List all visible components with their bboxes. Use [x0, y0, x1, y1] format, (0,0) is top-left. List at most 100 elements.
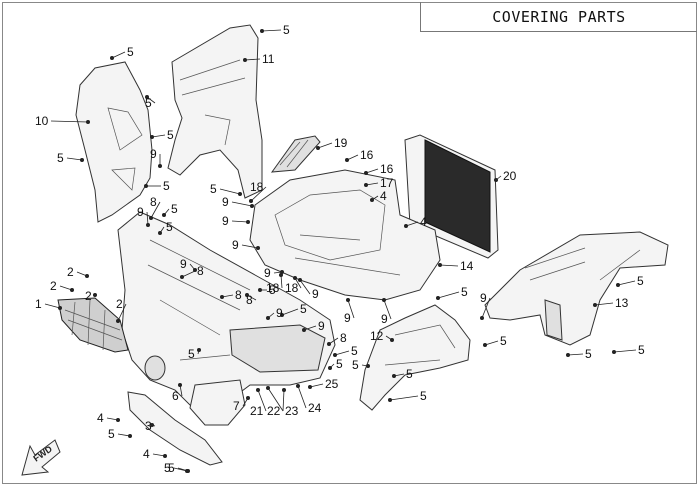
leader-line — [282, 389, 285, 412]
fastener-marker — [333, 353, 337, 357]
callout-5: 5 — [392, 367, 413, 381]
callout-5: 5 — [57, 151, 84, 165]
fastener-marker — [390, 338, 394, 342]
leader-line — [250, 186, 267, 202]
leader-line — [389, 395, 419, 401]
callout-17: 17 — [364, 176, 394, 190]
callout-label: 6 — [172, 389, 179, 403]
callout-6: 6 — [172, 383, 183, 403]
callout-20: 20 — [494, 169, 517, 183]
part-vent-cover — [270, 135, 321, 173]
callout-label: 1 — [35, 297, 42, 311]
callout-16: 16 — [364, 162, 394, 176]
fastener-marker — [93, 293, 97, 297]
fastener-marker — [298, 278, 302, 282]
fastener-marker — [302, 328, 306, 332]
callout-24: 24 — [296, 384, 322, 415]
callout-label: 24 — [308, 401, 322, 415]
leader-line — [437, 291, 460, 299]
part-front-bumper — [117, 211, 336, 419]
callout-label: 5 — [166, 220, 173, 234]
fastener-marker — [162, 213, 166, 217]
fastener-marker — [178, 383, 182, 387]
fastener-marker — [144, 184, 148, 188]
callout-9: 9 — [150, 147, 162, 168]
callout-9: 9 — [302, 319, 325, 333]
callout-4: 4 — [404, 215, 427, 229]
callout-22: 22 — [266, 386, 284, 418]
callout-label: 16 — [380, 162, 394, 176]
fastener-marker — [316, 146, 320, 150]
leader-line — [219, 188, 241, 195]
callout-label: 4 — [380, 189, 387, 203]
leader-line — [297, 385, 307, 409]
fastener-marker — [308, 385, 312, 389]
callout-label: 9 — [150, 147, 157, 161]
callout-label: 9 — [276, 306, 283, 320]
callout-label: 5 — [164, 461, 171, 475]
leader-line — [303, 325, 317, 331]
part-front-grille — [57, 297, 129, 353]
fastener-marker — [86, 120, 90, 124]
fastener-marker — [70, 288, 74, 292]
callout-9: 9 — [480, 291, 491, 320]
callout-9: 9 — [222, 214, 250, 228]
fastener-marker — [404, 224, 408, 228]
callout-3: 3 — [145, 419, 156, 433]
leader-line — [484, 340, 499, 346]
leader-line — [244, 58, 261, 61]
fastener-marker — [180, 275, 184, 279]
callout-10: 10 — [35, 114, 90, 128]
leader-line — [617, 280, 636, 286]
callout-label: 9 — [232, 238, 239, 252]
part-right-fender — [484, 231, 669, 346]
part-bumper-lower — [189, 379, 246, 426]
leader-line — [267, 387, 284, 412]
callout-label: 2 — [67, 265, 74, 279]
callout-5: 5 — [436, 285, 468, 300]
callout-label: 9 — [137, 205, 144, 219]
leader-line — [613, 349, 637, 353]
callout-label: 19 — [334, 136, 348, 150]
callout-label: 11 — [262, 52, 275, 66]
callout-label: 5 — [167, 128, 174, 142]
callout-5: 5 — [108, 427, 132, 441]
callout-label: 5 — [585, 347, 592, 361]
part-left-side-panel — [75, 61, 153, 223]
fastener-marker — [366, 364, 370, 368]
leader-line — [150, 201, 161, 219]
leader-line — [280, 274, 283, 289]
fastener-marker — [238, 192, 242, 196]
callout-13: 13 — [593, 296, 629, 310]
callout-label: 5 — [168, 461, 175, 475]
callout-9: 9 — [344, 298, 355, 325]
callout-9: 9 — [266, 306, 283, 320]
callout-5: 5 — [110, 45, 134, 60]
leader-line — [117, 303, 127, 322]
fastener-marker — [382, 298, 386, 302]
callout-label: 5 — [638, 343, 645, 357]
callout-label: 18 — [266, 281, 280, 295]
fastener-marker — [85, 274, 89, 278]
callout-16: 16 — [345, 148, 374, 162]
leader-line — [309, 383, 324, 388]
callout-label: 4 — [420, 215, 427, 229]
callout-label: 9 — [222, 214, 229, 228]
fastener-marker — [494, 178, 498, 182]
callout-label: 5 — [163, 179, 170, 193]
callout-14: 14 — [438, 259, 474, 273]
fastener-marker — [116, 319, 120, 323]
callout-12: 12 — [370, 329, 394, 343]
fastener-marker — [364, 171, 368, 175]
fastener-marker — [279, 273, 283, 277]
callout-9: 9 — [381, 298, 392, 326]
diagram-title: COVERING PARTS — [492, 7, 626, 26]
fastener-marker — [116, 418, 120, 422]
callout-label: 5 — [351, 344, 358, 358]
leader-line — [346, 154, 359, 161]
leader-line — [261, 29, 282, 32]
fastener-marker — [80, 158, 84, 162]
callout-label: 5 — [406, 367, 413, 381]
callout-8: 8 — [180, 264, 204, 279]
callout-5: 5 — [158, 220, 173, 235]
